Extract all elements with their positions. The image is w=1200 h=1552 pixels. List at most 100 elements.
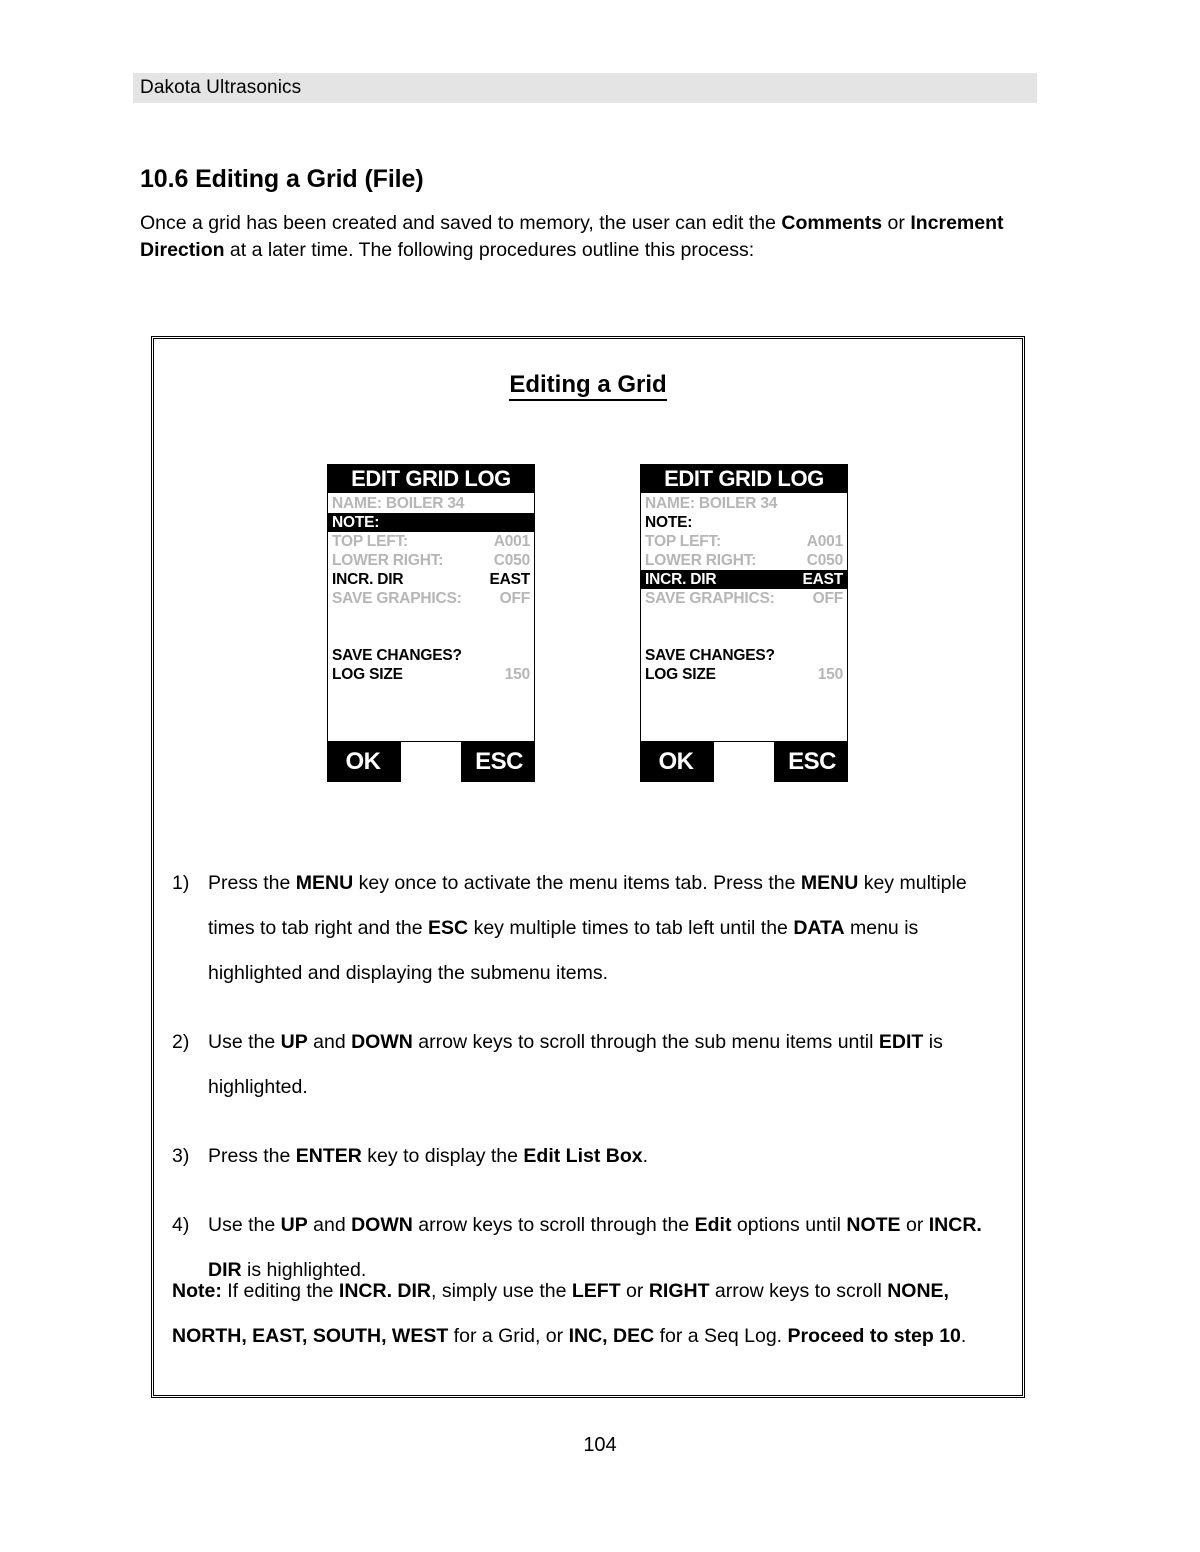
lcd-menu-row[interactable]: SAVE GRAPHICS: OFF <box>328 589 534 608</box>
lcd-row-label: SAVE CHANGES? <box>332 647 462 664</box>
step-3-seg-1: UP <box>280 1214 308 1236</box>
intro-text-1: Once a grid has been created and saved t… <box>140 212 782 234</box>
step-2-seg-4: . <box>642 1145 648 1167</box>
note-seg-6: RIGHT <box>648 1280 710 1302</box>
step-1-seg-1: UP <box>280 1031 308 1053</box>
note-seg-7: arrow keys to scroll <box>709 1280 888 1302</box>
page-title: 10.6 Editing a Grid (File) <box>140 165 424 193</box>
note-seg-4: LEFT <box>571 1280 621 1302</box>
step-text: Use the UP and DOWN arrow keys to scroll… <box>208 1203 1010 1293</box>
ok-button[interactable]: OK <box>327 742 401 782</box>
lcd-screen-note-highlighted: EDIT GRID LOG NAME: BOILER 34 NOTE:TOP LEF… <box>327 464 535 782</box>
lcd-menu-row[interactable]: TOP LEFT: A001 <box>641 532 847 551</box>
step-0-seg-6: key multiple times to tab left until the <box>468 917 794 939</box>
step-text: Press the MENU key once to activate the … <box>208 861 1010 996</box>
step-2-seg-3: Edit List Box <box>523 1145 643 1167</box>
lcd-menu-row[interactable]: NOTE: <box>328 513 534 532</box>
step-3-seg-9: INCR. DIR <box>208 1214 982 1281</box>
step-item: 4) Use the UP and DOWN arrow keys to scro… <box>172 1203 1010 1293</box>
lcd-row-value: EAST <box>802 571 843 588</box>
step-1-seg-2: and <box>307 1031 352 1053</box>
step-number: 2) <box>172 1031 190 1053</box>
step-3-seg-3: DOWN <box>351 1214 413 1236</box>
lcd-titlebar: EDIT GRID LOG <box>640 464 848 493</box>
step-0-seg-5: ESC <box>428 917 469 939</box>
step-number: 4) <box>172 1214 190 1236</box>
note-seg-1: If editing the <box>221 1280 339 1302</box>
lcd-row-label: NOTE: <box>645 514 693 531</box>
step-2-seg-1: ENTER <box>295 1145 362 1167</box>
header-title: Dakota Ultrasonics <box>140 77 302 98</box>
lcd-row-value: 150 <box>817 666 843 683</box>
lcd-menu-row[interactable]: NAME: BOILER 34 <box>641 494 847 513</box>
step-0-seg-8: menu is highlighted and displaying the s… <box>208 917 919 984</box>
step-1-seg-6: is highlighted. <box>208 1031 943 1098</box>
lcd-row-label: SAVE GRAPHICS: <box>645 590 775 607</box>
step-3-seg-2: and <box>307 1214 352 1236</box>
step-3-seg-4: arrow keys to scroll through the <box>412 1214 695 1236</box>
step-item: 2) Use the UP and DOWN arrow keys to scro… <box>172 1020 1010 1110</box>
step-number: 3) <box>172 1145 190 1167</box>
step-item: 1) Press the MENU key once to activate th… <box>172 861 1010 996</box>
esc-button[interactable]: ESC <box>461 742 535 782</box>
lcd-row-value: OFF <box>812 590 844 607</box>
lcd-row-label: INCR. DIR <box>332 571 404 588</box>
lcd-titlebar: EDIT GRID LOG <box>327 464 535 493</box>
step-0-seg-0: Press the <box>208 872 296 894</box>
note-seg-2: INCR. DIR <box>338 1280 431 1302</box>
lcd-softkey-bar: OK ESC <box>327 742 535 782</box>
note-seg-11: for a Seq Log. <box>654 1325 788 1347</box>
lcd-menu-row[interactable]: SAVE CHANGES? <box>328 646 534 665</box>
ok-button[interactable]: OK <box>640 742 714 782</box>
step-0-seg-7: DATA <box>793 917 845 939</box>
lcd-row-label: NAME: BOILER 34 <box>332 495 465 512</box>
lcd-row-value: A001 <box>493 533 530 550</box>
lcd-row-value: A001 <box>806 533 843 550</box>
lcd-row-label: LOG SIZE <box>645 666 716 683</box>
lcd-menu-row[interactable]: LOWER RIGHT:C050 <box>328 551 534 570</box>
step-2-seg-0: Press the <box>208 1145 296 1167</box>
step-3-seg-0: Use the <box>208 1214 281 1236</box>
step-number: 1) <box>172 872 190 894</box>
figure-title-text: Editing a Grid <box>509 371 667 401</box>
lcd-menu-row[interactable]: TOP LEFT:A001 <box>328 532 534 551</box>
step-0-seg-4: key multiple times to tab right and the <box>208 872 967 939</box>
note-seg-0: Note: <box>172 1280 222 1302</box>
intro-paragraph: Once a grid has been created and saved t… <box>140 210 1030 263</box>
esc-button[interactable]: ESC <box>774 742 848 782</box>
lcd-screens-row: EDIT GRID LOG NAME: BOILER 34 NOTE: TOP LEF… <box>154 464 1022 784</box>
step-3-seg-10: is highlighted. <box>241 1259 367 1281</box>
lcd-menu-row[interactable]: LOG SIZE 150 <box>641 665 847 684</box>
lcd-menu-row[interactable]: NAME: BOILER 34 <box>328 494 534 513</box>
step-1-seg-4: arrow keys to scroll through the sub men… <box>412 1031 879 1053</box>
lcd-menu-row[interactable]: LOWER RIGHT:C050 <box>641 551 847 570</box>
intro-bold-comments: Comments <box>781 212 883 234</box>
lcd-row-label: TOP LEFT: <box>645 533 721 550</box>
lcd-row-label: NAME: BOILER 34 <box>645 495 778 512</box>
step-1-seg-5: EDIT <box>878 1031 924 1053</box>
lcd-menu-row[interactable]: SAVE GRAPHICS: OFF <box>641 589 847 608</box>
step-text: Use the UP and DOWN arrow keys to scroll… <box>208 1020 1010 1110</box>
lcd-row-label: NOTE: <box>332 514 380 531</box>
note-seg-3: , simply use the <box>431 1280 572 1302</box>
lcd-row-label: SAVE GRAPHICS: <box>332 590 462 607</box>
lcd-softkey-bar: OK ESC <box>640 742 848 782</box>
step-3-seg-6: options until <box>731 1214 847 1236</box>
lcd-menu-row[interactable]: INCR. DIR EAST <box>328 570 534 589</box>
note-seg-10: INC, DEC <box>568 1325 655 1347</box>
lcd-row-label: LOWER RIGHT: <box>645 552 757 569</box>
step-1-seg-3: DOWN <box>351 1031 413 1053</box>
step-0-seg-3: MENU <box>800 872 859 894</box>
lcd-row-label: LOG SIZE <box>332 666 403 683</box>
note-seg-5: or <box>620 1280 649 1302</box>
lcd-menu-row[interactable]: SAVE CHANGES? <box>641 646 847 665</box>
lcd-row-value: OFF <box>499 590 531 607</box>
lcd-menu-row[interactable]: NOTE: <box>641 513 847 532</box>
lcd-spacer <box>641 608 847 646</box>
figure-container: Editing a Grid EDIT GRID LOG NAME: BOILER… <box>151 336 1025 1398</box>
lcd-row-value: C050 <box>493 552 530 569</box>
lcd-row-value: EAST <box>489 571 530 588</box>
